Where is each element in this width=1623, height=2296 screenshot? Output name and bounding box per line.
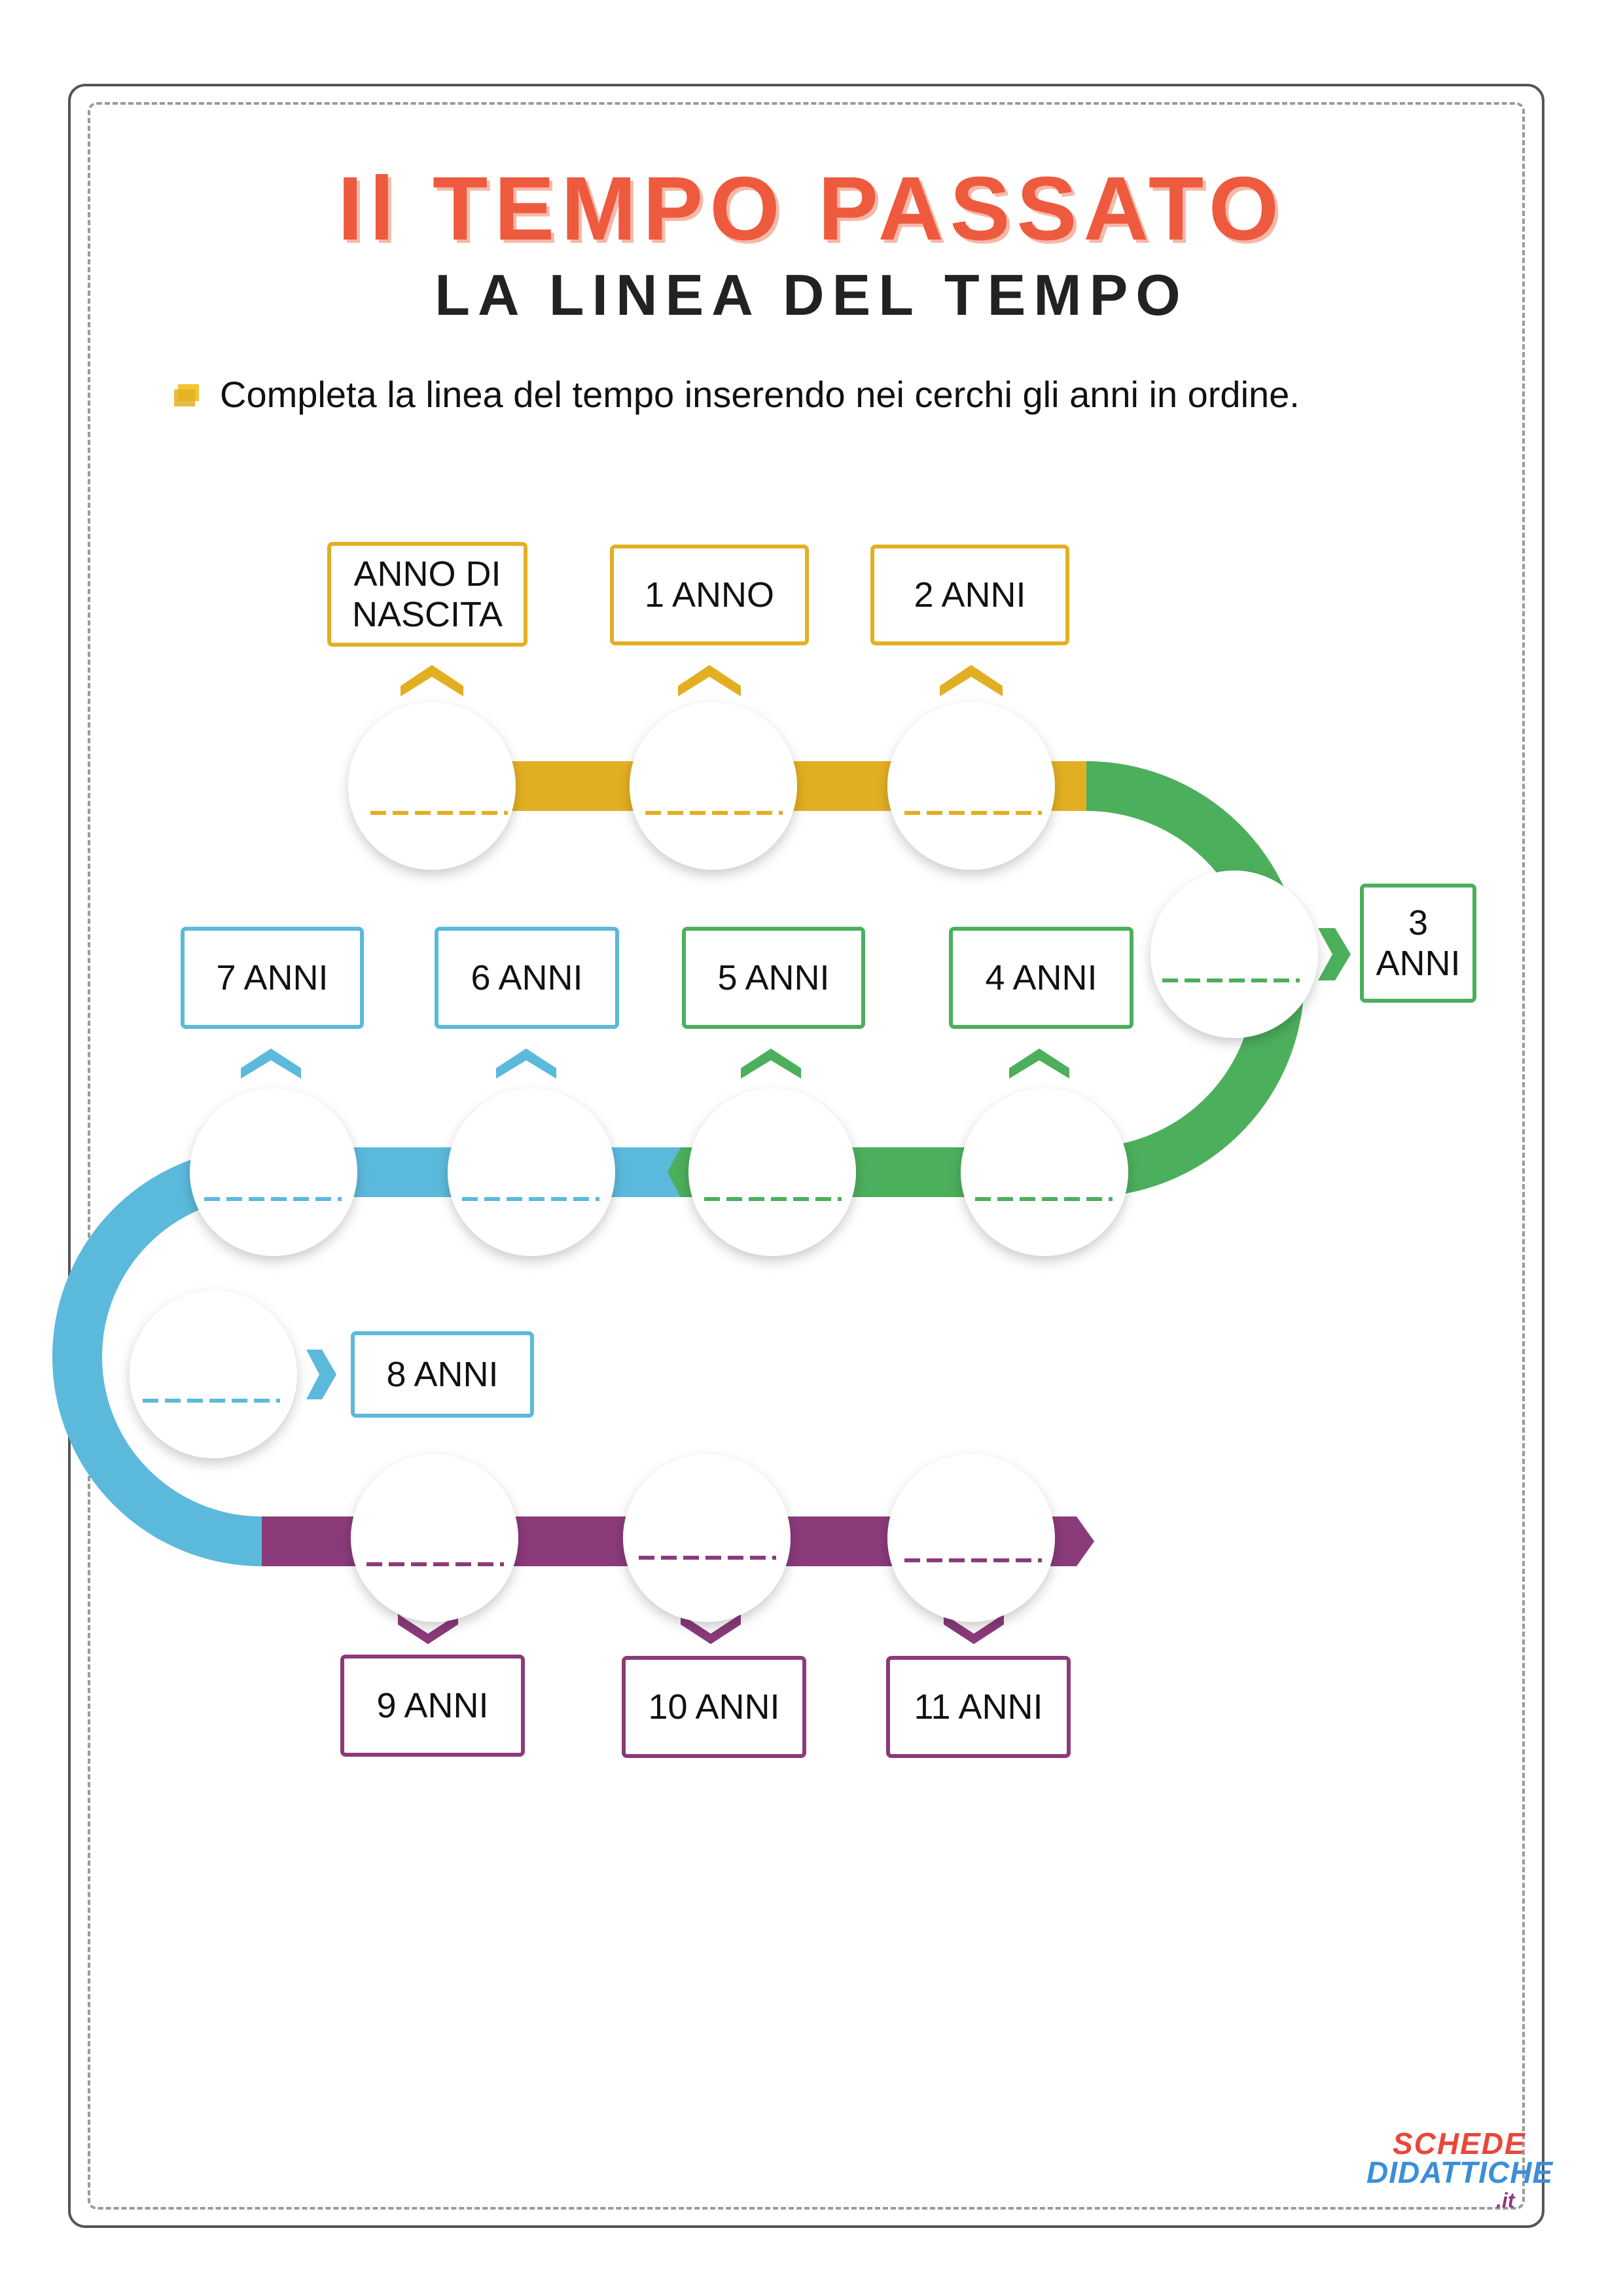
label-text: 3 ANNI <box>1376 903 1461 983</box>
chevron-down-icon <box>944 1614 1004 1644</box>
answer-circle[interactable] <box>961 1088 1128 1256</box>
label-text: 10 ANNI <box>648 1687 780 1727</box>
label-text: ANNO DI NASCITA <box>351 554 503 634</box>
chevron-right-icon <box>306 1350 336 1399</box>
bullet-icon <box>174 384 199 406</box>
label-box: ANNO DI NASCITA <box>327 542 527 647</box>
instruction-text: Completa la linea del tempo inserendo ne… <box>220 374 1300 415</box>
logo-line2: DIDATTICHE <box>1366 2155 1554 2189</box>
chevron-up-icon <box>940 665 1003 696</box>
page-frame-dashed <box>88 102 1525 2210</box>
logo-line1: SCHEDE <box>1393 2126 1526 2161</box>
answer-circle[interactable] <box>1150 870 1318 1038</box>
answer-circle[interactable] <box>887 1454 1055 1622</box>
page-frame <box>68 84 1544 2228</box>
chevron-right-icon <box>1318 928 1351 980</box>
label-box: 9 ANNI <box>340 1655 525 1757</box>
chevron-down-icon <box>398 1614 458 1644</box>
answer-circle[interactable] <box>887 702 1055 870</box>
arrow-green-left <box>668 1147 694 1197</box>
chevron-up-icon <box>1009 1049 1069 1079</box>
chevron-up-icon <box>496 1049 556 1079</box>
answer-circle[interactable] <box>130 1291 297 1458</box>
page-title: Il TEMPO PASSATO <box>337 158 1286 259</box>
page-subtitle: LA LINEA DEL TEMPO <box>435 262 1188 327</box>
label-box: 7 ANNI <box>181 927 364 1029</box>
chevron-up-icon <box>678 665 741 696</box>
curve-blue <box>52 1147 262 1566</box>
label-text: 4 ANNI <box>985 958 1097 997</box>
label-box: 10 ANNI <box>622 1656 806 1758</box>
label-text: 8 ANNI <box>386 1355 499 1394</box>
label-text: 9 ANNI <box>376 1686 489 1725</box>
label-text: 2 ANNI <box>914 575 1026 615</box>
answer-circle[interactable] <box>190 1088 357 1256</box>
arrow-purple <box>1067 1516 1094 1566</box>
chevron-up-icon <box>241 1049 301 1079</box>
label-box: 4 ANNI <box>949 927 1133 1029</box>
chevron-down-icon <box>681 1614 741 1644</box>
brand-logo: SCHEDE DIDATTICHE .it <box>1366 2126 1552 2217</box>
label-box: 11 ANNI <box>886 1656 1071 1758</box>
label-text: 11 ANNI <box>914 1687 1043 1727</box>
answer-circle[interactable] <box>351 1454 518 1622</box>
label-text: 5 ANNI <box>717 958 830 997</box>
logo-suffix: .it <box>1496 2189 1515 2212</box>
answer-circle[interactable] <box>623 1454 791 1622</box>
label-box: 8 ANNI <box>351 1331 534 1418</box>
label-text: 7 ANNI <box>216 958 329 997</box>
answer-circle[interactable] <box>630 702 797 870</box>
answer-circle[interactable] <box>688 1088 856 1256</box>
label-box: 5 ANNI <box>682 927 865 1029</box>
answer-circle[interactable] <box>448 1088 615 1256</box>
label-box: 3 ANNI <box>1360 884 1476 1003</box>
chevron-up-icon <box>401 665 463 696</box>
chevron-up-icon <box>741 1049 801 1079</box>
label-box: 6 ANNI <box>435 927 619 1029</box>
answer-circle[interactable] <box>348 702 516 870</box>
label-box: 1 ANNO <box>610 545 809 645</box>
label-text: 6 ANNI <box>471 958 583 997</box>
label-box: 2 ANNI <box>870 545 1069 645</box>
label-text: 1 ANNO <box>644 575 775 615</box>
